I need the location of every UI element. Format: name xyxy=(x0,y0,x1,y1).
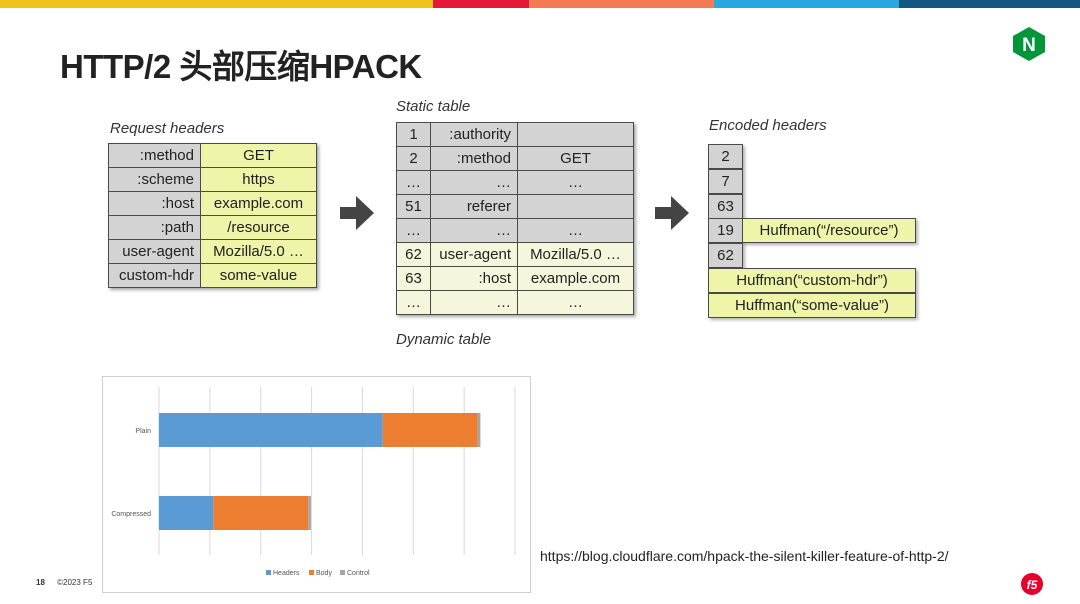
static-table-caption: Static table xyxy=(396,98,471,115)
legend-swatch xyxy=(340,570,345,575)
encoded-headers-caption: Encoded headers xyxy=(709,117,827,134)
category-label: Compressed xyxy=(111,511,151,518)
header-name: custom-hdr xyxy=(108,263,201,288)
encoded-huffman-resource: Huffman(“/resource”) xyxy=(742,218,916,243)
table-index: 62 xyxy=(396,242,431,267)
table-header-name: … xyxy=(430,170,518,195)
nginx-logo-icon: N xyxy=(1013,27,1045,61)
arrow-right-icon xyxy=(655,196,689,230)
bar-body-compressed xyxy=(213,496,309,530)
encoded-huffman-some-value: Huffman(“some-value”) xyxy=(708,293,916,318)
encoded-index: 19 xyxy=(708,218,743,243)
legend-swatch xyxy=(309,570,314,575)
page-number: 18 xyxy=(36,578,45,587)
header-value: example.com xyxy=(200,191,317,216)
table-header-value xyxy=(517,122,634,147)
header-name: :path xyxy=(108,215,201,240)
table-header-value: Mozilla/5.0 … xyxy=(517,242,634,267)
brand-bar-cyan xyxy=(714,0,899,8)
bar-body-plain xyxy=(382,413,478,447)
table-header-value: … xyxy=(517,170,634,195)
table-header-name: … xyxy=(430,218,518,243)
copyright: ©2023 F5 xyxy=(57,578,93,587)
nginx-logo-letter: N xyxy=(1022,35,1036,56)
encoded-huffman-custom-hdr: Huffman(“custom-hdr”) xyxy=(708,268,916,293)
table-header-name: :host xyxy=(430,266,518,291)
header-name: :method xyxy=(108,143,201,168)
table-index: … xyxy=(396,218,431,243)
bar-control-compressed xyxy=(308,496,311,530)
legend-label: Control xyxy=(347,570,370,577)
bar-headers-compressed xyxy=(159,496,214,530)
table-header-value: … xyxy=(517,218,634,243)
static-table-row: ……… xyxy=(396,170,634,195)
table-index: … xyxy=(396,170,431,195)
f5-logo-icon: f5 xyxy=(1021,573,1043,595)
header-value: Mozilla/5.0 … xyxy=(200,239,317,264)
encoded-index: 62 xyxy=(708,243,743,268)
table-header-name: :authority xyxy=(430,122,518,147)
brand-bar-red xyxy=(433,0,529,8)
table-header-name: :method xyxy=(430,146,518,171)
header-value: some-value xyxy=(200,263,317,288)
bar-control-plain xyxy=(477,413,481,447)
request-header-row: :path/resource xyxy=(108,215,317,240)
legend-swatch xyxy=(266,570,271,575)
svg-text:f5: f5 xyxy=(1027,578,1038,592)
table-header-value: … xyxy=(517,290,634,315)
header-name: user-agent xyxy=(108,239,201,264)
header-value: GET xyxy=(200,143,317,168)
brand-color-bar xyxy=(0,0,1080,8)
table-header-value xyxy=(517,194,634,219)
table-index: … xyxy=(396,290,431,315)
bar-headers-plain xyxy=(159,413,383,447)
header-value: https xyxy=(200,167,317,192)
footer: 18 ©2023 F5 xyxy=(36,578,92,587)
category-label: Plain xyxy=(135,428,151,435)
table-index: 51 xyxy=(396,194,431,219)
arrow-right-icon xyxy=(340,196,374,230)
table-header-value: GET xyxy=(517,146,634,171)
legend-label: Headers xyxy=(273,570,300,577)
table-index: 1 xyxy=(396,122,431,147)
brand-bar-yellow xyxy=(0,0,433,8)
table-header-name: … xyxy=(430,290,518,315)
table-header-value: example.com xyxy=(517,266,634,291)
brand-bar-navy xyxy=(899,0,1080,8)
header-name: :host xyxy=(108,191,201,216)
encoded-index: 7 xyxy=(708,169,743,194)
encoded-index: 63 xyxy=(708,194,743,219)
dynamic-table-row: ……… xyxy=(396,290,634,315)
static-table-row: ……… xyxy=(396,218,634,243)
dynamic-table-caption: Dynamic table xyxy=(396,331,492,348)
header-name: :scheme xyxy=(108,167,201,192)
static-table-row: 1:authority xyxy=(396,122,634,147)
brand-bar-orange xyxy=(529,0,714,8)
table-index: 2 xyxy=(396,146,431,171)
legend-label: Body xyxy=(316,570,332,577)
table-header-name: referer xyxy=(430,194,518,219)
source-link[interactable]: https://blog.cloudflare.com/hpack-the-si… xyxy=(540,548,949,564)
request-headers-caption: Request headers xyxy=(110,120,225,137)
header-value: /resource xyxy=(200,215,317,240)
page-title: HTTP/2 头部压缩HPACK xyxy=(60,48,422,85)
encoded-index: 2 xyxy=(708,144,743,169)
table-header-name: user-agent xyxy=(430,242,518,267)
table-index: 63 xyxy=(396,266,431,291)
